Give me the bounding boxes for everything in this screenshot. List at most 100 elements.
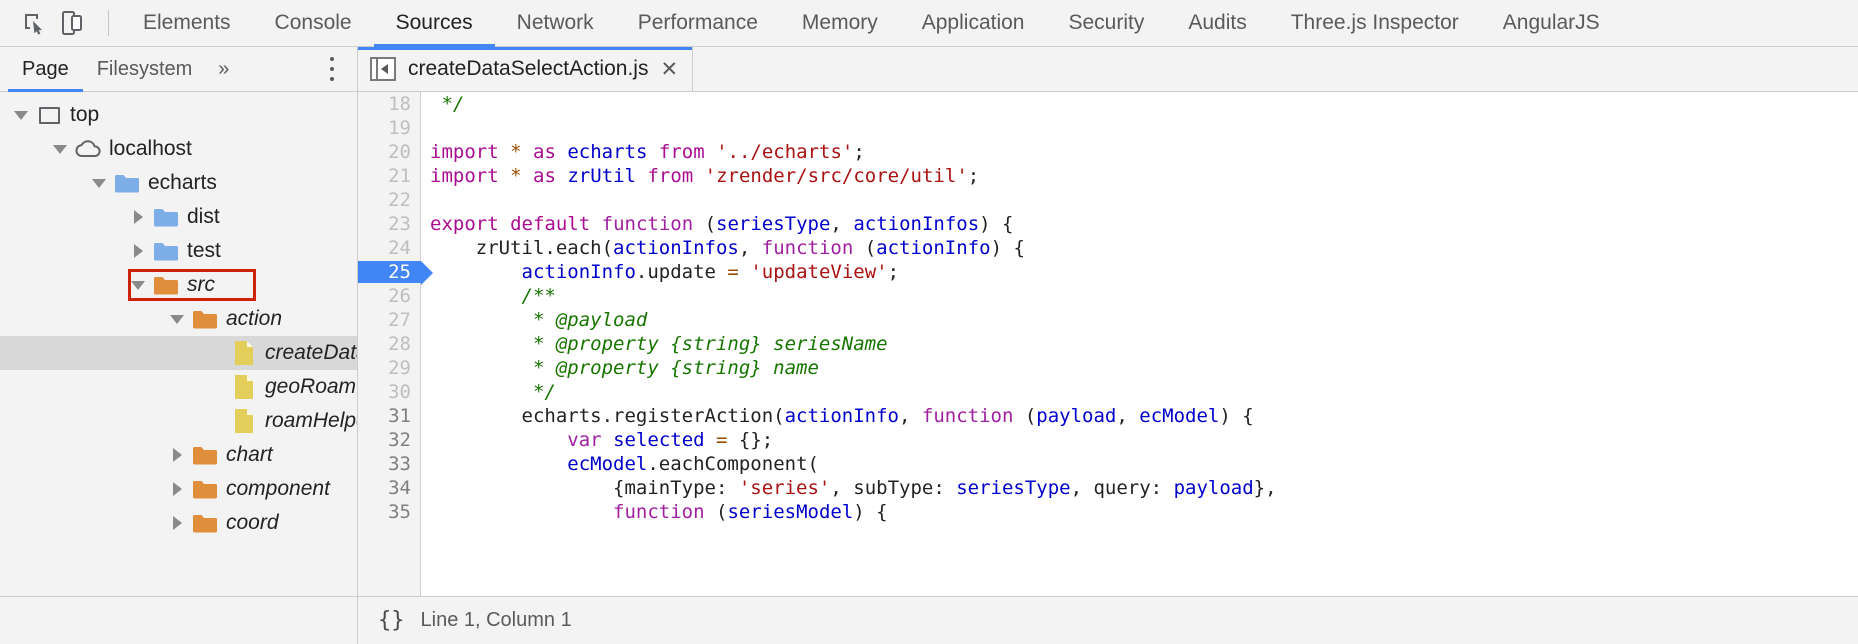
tree-item-component[interactable]: component bbox=[0, 472, 357, 506]
tree-item-georoam-js[interactable]: geoRoam.js bbox=[0, 370, 357, 404]
code-line-text: import * as echarts from '../echarts'; bbox=[430, 141, 865, 163]
navigator-more-tabs-chevron-icon[interactable]: » bbox=[218, 57, 230, 80]
tree-item-localhost[interactable]: localhost bbox=[0, 132, 357, 166]
tab-elements-label: Elements bbox=[143, 11, 231, 34]
chevron-down-icon[interactable] bbox=[125, 280, 151, 290]
navigator-tab-filesystem[interactable]: Filesystem bbox=[83, 47, 207, 91]
tab-network[interactable]: Network bbox=[495, 0, 616, 46]
tree-item-chart[interactable]: chart bbox=[0, 438, 357, 472]
line-number[interactable]: 33 bbox=[388, 453, 411, 475]
chevron-right-icon[interactable] bbox=[164, 516, 190, 530]
code-line: 34 {mainType: 'series', subType: seriesT… bbox=[358, 476, 1858, 500]
tab-threejs-inspector[interactable]: Three.js Inspector bbox=[1269, 0, 1481, 46]
line-number[interactable]: 32 bbox=[388, 429, 411, 451]
chevron-down-icon[interactable] bbox=[47, 144, 73, 154]
code-line-text: actionInfo.update = 'updateView'; bbox=[521, 261, 900, 283]
chevron-right-icon[interactable] bbox=[125, 244, 151, 258]
line-number[interactable]: 31 bbox=[388, 405, 411, 427]
navigator-more-options-icon[interactable] bbox=[321, 57, 343, 81]
chevron-down-icon[interactable] bbox=[86, 178, 112, 188]
file-js-icon bbox=[229, 374, 259, 400]
editor-tab-createdataselectaction[interactable]: createDataSelectAction.js ✕ bbox=[358, 47, 694, 91]
line-number[interactable]: 23 bbox=[388, 213, 411, 235]
code-line: 20 import * as echarts from '../echarts'; bbox=[358, 140, 1858, 164]
tab-application-label: Application bbox=[921, 11, 1025, 34]
line-number[interactable]: 24 bbox=[388, 237, 411, 259]
line-number[interactable]: 18 bbox=[388, 93, 411, 115]
inspect-element-icon[interactable] bbox=[14, 3, 54, 43]
line-number[interactable]: 28 bbox=[388, 333, 411, 355]
toolbar-divider bbox=[108, 10, 109, 36]
tab-sources-label: Sources bbox=[395, 11, 473, 34]
folder-blue-icon bbox=[151, 241, 181, 262]
tree-item-label: test bbox=[187, 239, 221, 262]
tab-sources[interactable]: Sources bbox=[373, 0, 495, 47]
cursor-position-label: Line 1, Column 1 bbox=[420, 609, 572, 631]
code-line-text: * @payload bbox=[430, 309, 648, 331]
tree-item-label: coord bbox=[226, 511, 279, 534]
tree-item-label: localhost bbox=[109, 137, 192, 160]
tree-item-action[interactable]: action bbox=[0, 302, 357, 336]
tab-performance[interactable]: Performance bbox=[616, 0, 780, 46]
code-line: 19 bbox=[358, 116, 1858, 140]
tab-elements[interactable]: Elements bbox=[121, 0, 253, 46]
show-navigator-icon[interactable] bbox=[370, 57, 396, 81]
code-line: 35 function (seriesModel) { bbox=[358, 500, 1858, 524]
line-number[interactable]: 21 bbox=[388, 165, 411, 187]
tab-security[interactable]: Security bbox=[1046, 0, 1166, 46]
chevron-right-icon[interactable] bbox=[125, 210, 151, 224]
pretty-print-icon[interactable]: {} bbox=[378, 608, 405, 633]
tree-item-test[interactable]: test bbox=[0, 234, 357, 268]
code-line-text: zrUtil.each(actionInfos, function (actio… bbox=[430, 237, 1025, 259]
chevron-down-icon[interactable] bbox=[8, 110, 34, 120]
tree-item-src[interactable]: src bbox=[0, 268, 357, 302]
tree-item-roamhelper-js[interactable]: roamHelper.js bbox=[0, 404, 357, 438]
tree-item-createdataselectaction-js[interactable]: createDataSelectAction.js bbox=[0, 336, 357, 370]
tree-item-dist[interactable]: dist bbox=[0, 200, 357, 234]
chevron-down-icon[interactable] bbox=[164, 314, 190, 324]
tab-security-label: Security bbox=[1068, 11, 1145, 34]
line-number[interactable]: 26 bbox=[388, 285, 411, 307]
close-icon[interactable]: ✕ bbox=[660, 57, 679, 81]
line-number[interactable]: 29 bbox=[388, 357, 411, 379]
navigator-tab-page[interactable]: Page bbox=[8, 47, 83, 92]
tree-item-label: roamHelper.js bbox=[265, 409, 357, 432]
code-line: 25 actionInfo.update = 'updateView'; bbox=[358, 260, 1858, 285]
tree-item-label: chart bbox=[226, 443, 273, 466]
code-line-text: echarts.registerAction(actionInfo, funct… bbox=[430, 405, 1254, 427]
chevron-right-icon[interactable] bbox=[164, 448, 190, 462]
line-number[interactable]: 30 bbox=[388, 381, 411, 403]
tree-item-echarts[interactable]: echarts bbox=[0, 166, 357, 200]
line-number[interactable]: 25 bbox=[358, 261, 433, 285]
tree-item-top[interactable]: top bbox=[0, 98, 357, 132]
line-number[interactable]: 27 bbox=[388, 309, 411, 331]
chevron-right-icon[interactable] bbox=[164, 482, 190, 496]
line-number[interactable]: 19 bbox=[388, 117, 411, 139]
tree-item-label: geoRoam.js bbox=[265, 375, 357, 398]
tab-angularjs[interactable]: AngularJS bbox=[1481, 0, 1622, 46]
code-line-text: {mainType: 'series', subType: seriesType… bbox=[430, 477, 1277, 499]
code-line: 18 */ bbox=[358, 92, 1858, 116]
tree-item-label: createDataSelectAction.js bbox=[265, 341, 357, 364]
tree-item-coord[interactable]: coord bbox=[0, 506, 357, 540]
code-line-text: */ bbox=[430, 93, 465, 115]
code-line-text: * @property {string} seriesName bbox=[430, 333, 888, 355]
code-line: 27 * @payload bbox=[358, 308, 1858, 332]
tab-console[interactable]: Console bbox=[253, 0, 374, 46]
tab-memory[interactable]: Memory bbox=[780, 0, 900, 46]
device-toolbar-icon[interactable] bbox=[54, 3, 94, 43]
devtools-main-toolbar: Elements Console Sources Network Perform… bbox=[0, 0, 1858, 47]
line-number[interactable]: 34 bbox=[388, 477, 411, 499]
tree-item-label: echarts bbox=[148, 171, 217, 194]
line-number[interactable]: 22 bbox=[388, 189, 411, 211]
line-number[interactable]: 20 bbox=[388, 141, 411, 163]
tab-application[interactable]: Application bbox=[900, 0, 1047, 46]
tab-audits[interactable]: Audits bbox=[1166, 0, 1268, 46]
line-number[interactable]: 35 bbox=[388, 501, 411, 523]
navigator-tab-page-label: Page bbox=[22, 57, 69, 80]
